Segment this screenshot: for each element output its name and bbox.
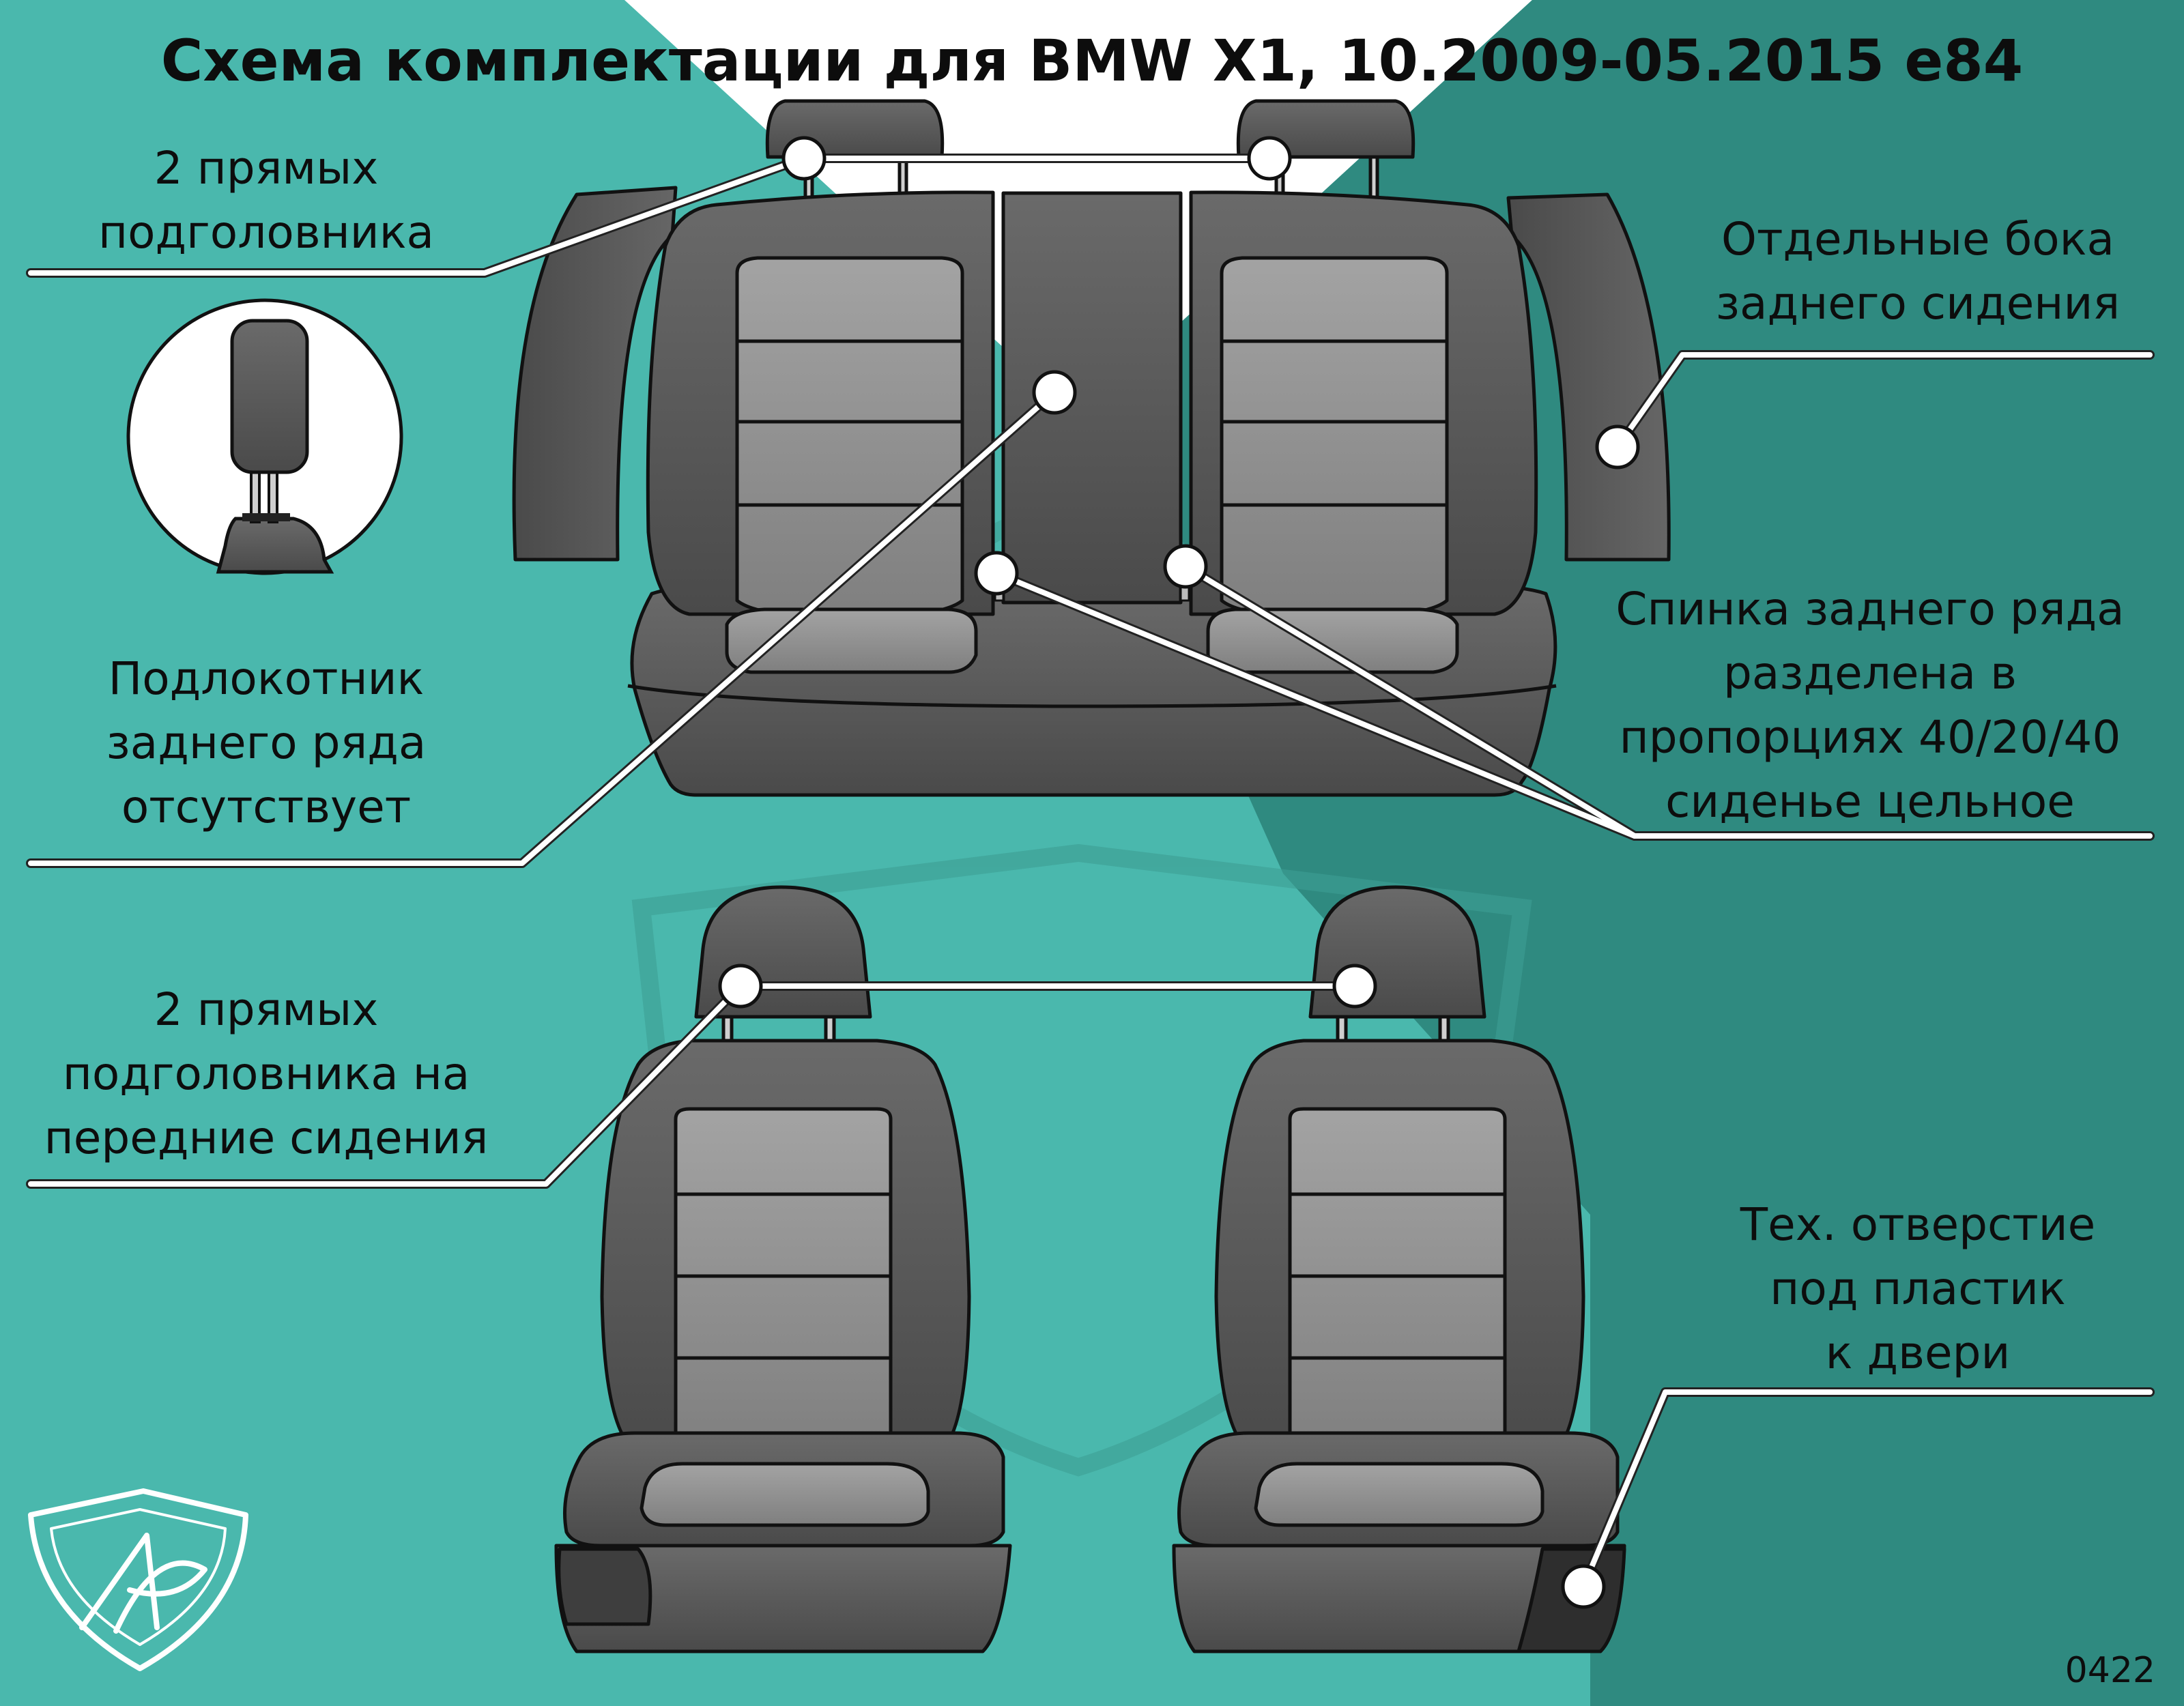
label-line: 2 прямых	[154, 142, 379, 194]
label-line: сиденье цельное	[1665, 775, 2075, 828]
label-line: Отдельные бока	[1721, 213, 2114, 265]
label-line: Подлокотник	[108, 652, 425, 705]
marker-armrest	[1032, 370, 1077, 415]
rear-backrest-middle	[1001, 191, 1183, 605]
label-line: пропорциях 40/20/40	[1619, 711, 2121, 764]
marker-backrest-split-left	[974, 551, 1019, 596]
label-line: Тех. отверстие	[1740, 1198, 2096, 1251]
label-line: Спинка заднего ряда	[1615, 583, 2125, 635]
headrest-detail-icon	[126, 298, 403, 575]
label-tech-hole: Тех. отверстие под пластик к двери	[1693, 1193, 2143, 1385]
rear-side-bolster-right	[1506, 192, 1671, 562]
brand-logo-icon	[28, 1488, 248, 1671]
label-line: 2 прямых	[154, 983, 379, 1036]
label-line: разделена в	[1723, 647, 2017, 699]
marker-rear-headrest-right	[1247, 136, 1292, 181]
label-line: заднего ряда	[106, 717, 427, 769]
rear-side-bolster-left	[512, 186, 678, 562]
label-rear-split: Спинка заднего ряда разделена в пропорци…	[1556, 577, 2184, 834]
page-title: Схема комплектации для BMW X1, 10.2009-0…	[160, 27, 2024, 94]
marker-front-headrest-right	[1332, 964, 1377, 1009]
leader-lines	[26, 136, 2155, 1609]
marker-tech-hole	[1561, 1564, 1606, 1609]
label-rear-headrests: 2 прямых подголовника	[41, 136, 491, 265]
marker-rear-headrest-left	[781, 136, 827, 181]
marker-backrest-split-right	[1163, 544, 1208, 589]
label-line: подголовника на	[62, 1047, 470, 1100]
label-line: к двери	[1825, 1327, 2011, 1379]
marker-side-bolster	[1595, 424, 1640, 469]
label-armrest: Подлокотник заднего ряда отсутствует	[41, 647, 491, 839]
label-front-headrests: 2 прямых подголовника на передние сидени…	[14, 978, 519, 1170]
label-line: отсутствует	[121, 781, 412, 833]
label-line: заднего сидения	[1715, 277, 2121, 330]
front-seat-left	[554, 885, 1012, 1653]
label-line: под пластик	[1770, 1262, 2066, 1315]
marker-front-headrest-left	[718, 964, 763, 1009]
label-line: передние сидения	[44, 1112, 489, 1164]
label-line: подголовника	[98, 206, 435, 259]
catalog-code: 0422	[2065, 1650, 2155, 1691]
label-side-bolsters: Отдельные бока заднего сидения	[1658, 207, 2177, 336]
